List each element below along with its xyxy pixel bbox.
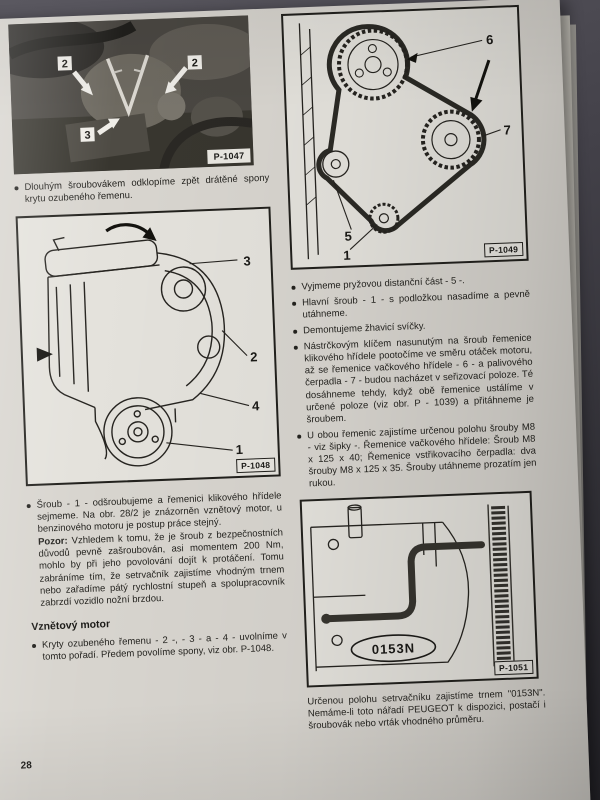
engine-side-view-drawing: 3 2 4 1 bbox=[36, 223, 261, 467]
section-heading: Vznětový motor bbox=[31, 617, 111, 633]
bullet-dot bbox=[297, 434, 302, 439]
bullet-dot bbox=[291, 285, 296, 290]
warning-label: Pozor: bbox=[37, 535, 68, 549]
figure-label: P-1051 bbox=[493, 659, 534, 676]
callout-number: 2 bbox=[192, 57, 199, 69]
step-crank-bolt: Šroub - 1 - odšroubujeme a řemenici klik… bbox=[26, 491, 285, 610]
timing-belt-drawing: 6 7 5 1 bbox=[298, 23, 511, 263]
figure-photo-p1047: 2 3 2 P-1047 bbox=[8, 15, 254, 175]
callout-number: 7 bbox=[503, 122, 511, 137]
flywheel-ring-gear bbox=[487, 504, 515, 667]
figure-label: P-1047 bbox=[207, 148, 251, 164]
callout-number: 2 bbox=[61, 58, 68, 70]
photo-caption: Dlouhým šroubovákem odklopíme zpět drátě… bbox=[14, 173, 270, 207]
step-text: Šroub - 1 - odšroubujeme a řemenici klik… bbox=[36, 491, 285, 610]
rotation-arrow bbox=[105, 223, 152, 237]
wire-clip-shape bbox=[105, 54, 150, 118]
arrow-marker bbox=[72, 70, 89, 90]
arrow-marker bbox=[168, 66, 188, 88]
list-item: Nástrčkovým klíčem nasunutým na šroub ře… bbox=[293, 332, 535, 427]
left-column: 2 3 2 P-1047 bbox=[8, 15, 295, 800]
callout-number: 2 bbox=[250, 349, 258, 364]
step-text: Kryty ozubeného řemenu - 2 -, - 3 - a - … bbox=[41, 629, 288, 663]
right-column: 6 7 5 1 P-1049 Vyjmeme pryžovou distančn… bbox=[281, 4, 551, 800]
warning-text: Vzhledem k tomu, že je šroub z bezpečnos… bbox=[38, 527, 285, 609]
callout-number: 1 bbox=[343, 248, 351, 263]
step-text: Hlavní šroub - 1 - s podložkou nasadíme … bbox=[301, 288, 531, 321]
figure-p1051: 0153N P-1051 bbox=[299, 490, 539, 688]
tool-code-oval bbox=[350, 634, 437, 663]
step-text: U obou řemenic zajistíme určenou polohu … bbox=[306, 421, 537, 490]
callout-number: 4 bbox=[252, 398, 261, 413]
bullet-dot bbox=[31, 643, 37, 648]
lock-pin-tool bbox=[322, 541, 486, 623]
warning-line: Pozor: Vzhledem k tomu, že je šroub z be… bbox=[38, 528, 286, 610]
callout-number: 1 bbox=[235, 442, 243, 457]
step-text: Nástrčkovým klíčem nasunutým na šroub ře… bbox=[303, 332, 535, 425]
bullet-dot bbox=[292, 301, 297, 306]
bullet-dot bbox=[293, 345, 298, 351]
bullet-dot bbox=[14, 186, 19, 191]
list-item: Hlavní šroub - 1 - s podložkou nasadíme … bbox=[292, 289, 531, 322]
figure-p1048: 3 2 4 1 P-1048 bbox=[15, 206, 281, 487]
page-number: 28 bbox=[20, 760, 33, 772]
callout-number: 6 bbox=[486, 32, 494, 47]
callout-number: 5 bbox=[344, 229, 352, 244]
direction-arrow bbox=[36, 347, 53, 362]
callout-number: 3 bbox=[243, 254, 251, 269]
direction-arrow bbox=[473, 59, 491, 104]
caption-text: Dlouhým šroubovákem odklopíme zpět drátě… bbox=[24, 172, 270, 206]
flywheel-lock-pin-drawing: 0153N bbox=[310, 504, 515, 672]
figure-p1051-caption: Určenou polohu setrvačníku zajistíme trn… bbox=[307, 687, 546, 732]
figure-label: P-1049 bbox=[483, 241, 524, 258]
bullet-dot bbox=[293, 329, 298, 335]
step-belt-covers: Kryty ozubeného řemenu - 2 -, - 3 - a - … bbox=[31, 629, 288, 664]
figure-p1049: 6 7 5 1 P-1049 bbox=[281, 4, 529, 270]
tool-code-text: 0153N bbox=[372, 640, 416, 657]
list-item: U obou řemenic zajistíme určenou polohu … bbox=[297, 421, 537, 490]
steps-list: Vyjmeme pryžovou distanční část - 5 -. H… bbox=[291, 273, 537, 491]
figure-label: P-1048 bbox=[235, 457, 276, 474]
callout-number: 3 bbox=[84, 129, 91, 141]
engine-bay-photo-illustration: 2 3 2 bbox=[8, 15, 254, 175]
bullet-dot bbox=[26, 504, 31, 509]
